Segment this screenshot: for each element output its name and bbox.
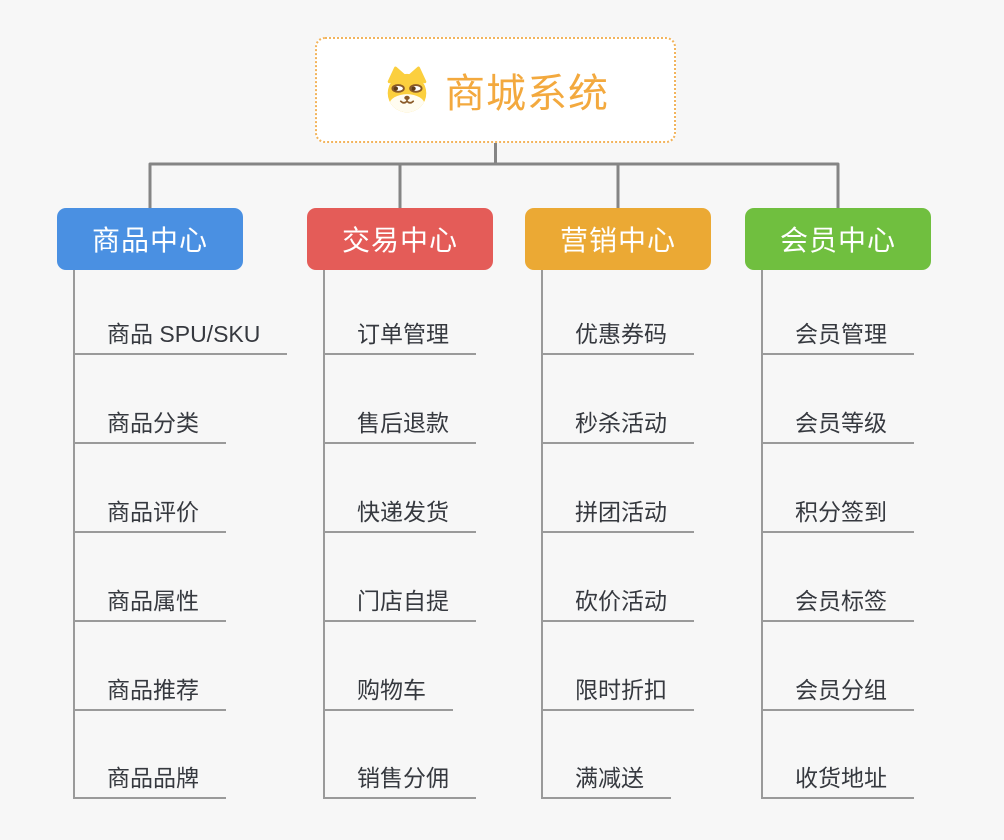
branch-label: 会员中心 — [779, 225, 896, 256]
branch-trunk-line — [73, 270, 75, 799]
branch-label: 交易中心 — [341, 225, 458, 256]
branch-trunk-line — [323, 270, 325, 799]
root-title: 商城系统 — [445, 72, 609, 116]
sub-topic[interactable]: 快递发货 — [323, 494, 476, 533]
sub-topic[interactable]: 门店自提 — [323, 583, 476, 622]
sub-topic[interactable]: 会员标签 — [761, 583, 914, 622]
sub-topic[interactable]: 拼团活动 — [541, 494, 694, 533]
branch-node[interactable]: 会员中心 — [745, 208, 931, 270]
sub-topic[interactable]: 砍价活动 — [541, 583, 694, 622]
branch-node[interactable]: 交易中心 — [307, 208, 493, 270]
branch-trunk-line — [541, 270, 543, 799]
sub-topic[interactable]: 会员分组 — [761, 672, 914, 711]
sub-topic[interactable]: 收货地址 — [761, 760, 914, 799]
sub-topic[interactable]: 商品分类 — [73, 405, 226, 444]
sub-topic[interactable]: 商品 SPU/SKU — [73, 316, 288, 355]
sub-topic[interactable]: 购物车 — [323, 672, 453, 711]
sub-topic[interactable]: 限时折扣 — [541, 672, 694, 711]
branch-label: 营销中心 — [559, 225, 676, 256]
root-node[interactable]: 商城系统 — [315, 37, 676, 143]
branch-trunk-line — [761, 270, 763, 799]
sub-topic[interactable]: 积分签到 — [761, 494, 914, 533]
sub-topic[interactable]: 商品评价 — [73, 494, 226, 533]
sub-topic[interactable]: 商品推荐 — [73, 672, 226, 711]
sub-topic[interactable]: 销售分佣 — [323, 760, 476, 799]
sub-topic[interactable]: 商品品牌 — [73, 760, 226, 799]
branch-node[interactable]: 营销中心 — [525, 208, 711, 270]
sub-topic[interactable]: 优惠券码 — [541, 316, 694, 355]
branch-label: 商品中心 — [91, 225, 208, 256]
sub-topic[interactable]: 秒杀活动 — [541, 405, 694, 444]
branch-node[interactable]: 商品中心 — [57, 208, 243, 270]
sub-topic[interactable]: 商品属性 — [73, 583, 226, 622]
sub-topic[interactable]: 售后退款 — [323, 405, 476, 444]
sub-topic[interactable]: 订单管理 — [323, 316, 476, 355]
sub-topic[interactable]: 满减送 — [541, 760, 671, 799]
sub-topic[interactable]: 会员等级 — [761, 405, 914, 444]
sub-topic[interactable]: 会员管理 — [761, 316, 914, 355]
dog-face-icon — [387, 66, 427, 113]
